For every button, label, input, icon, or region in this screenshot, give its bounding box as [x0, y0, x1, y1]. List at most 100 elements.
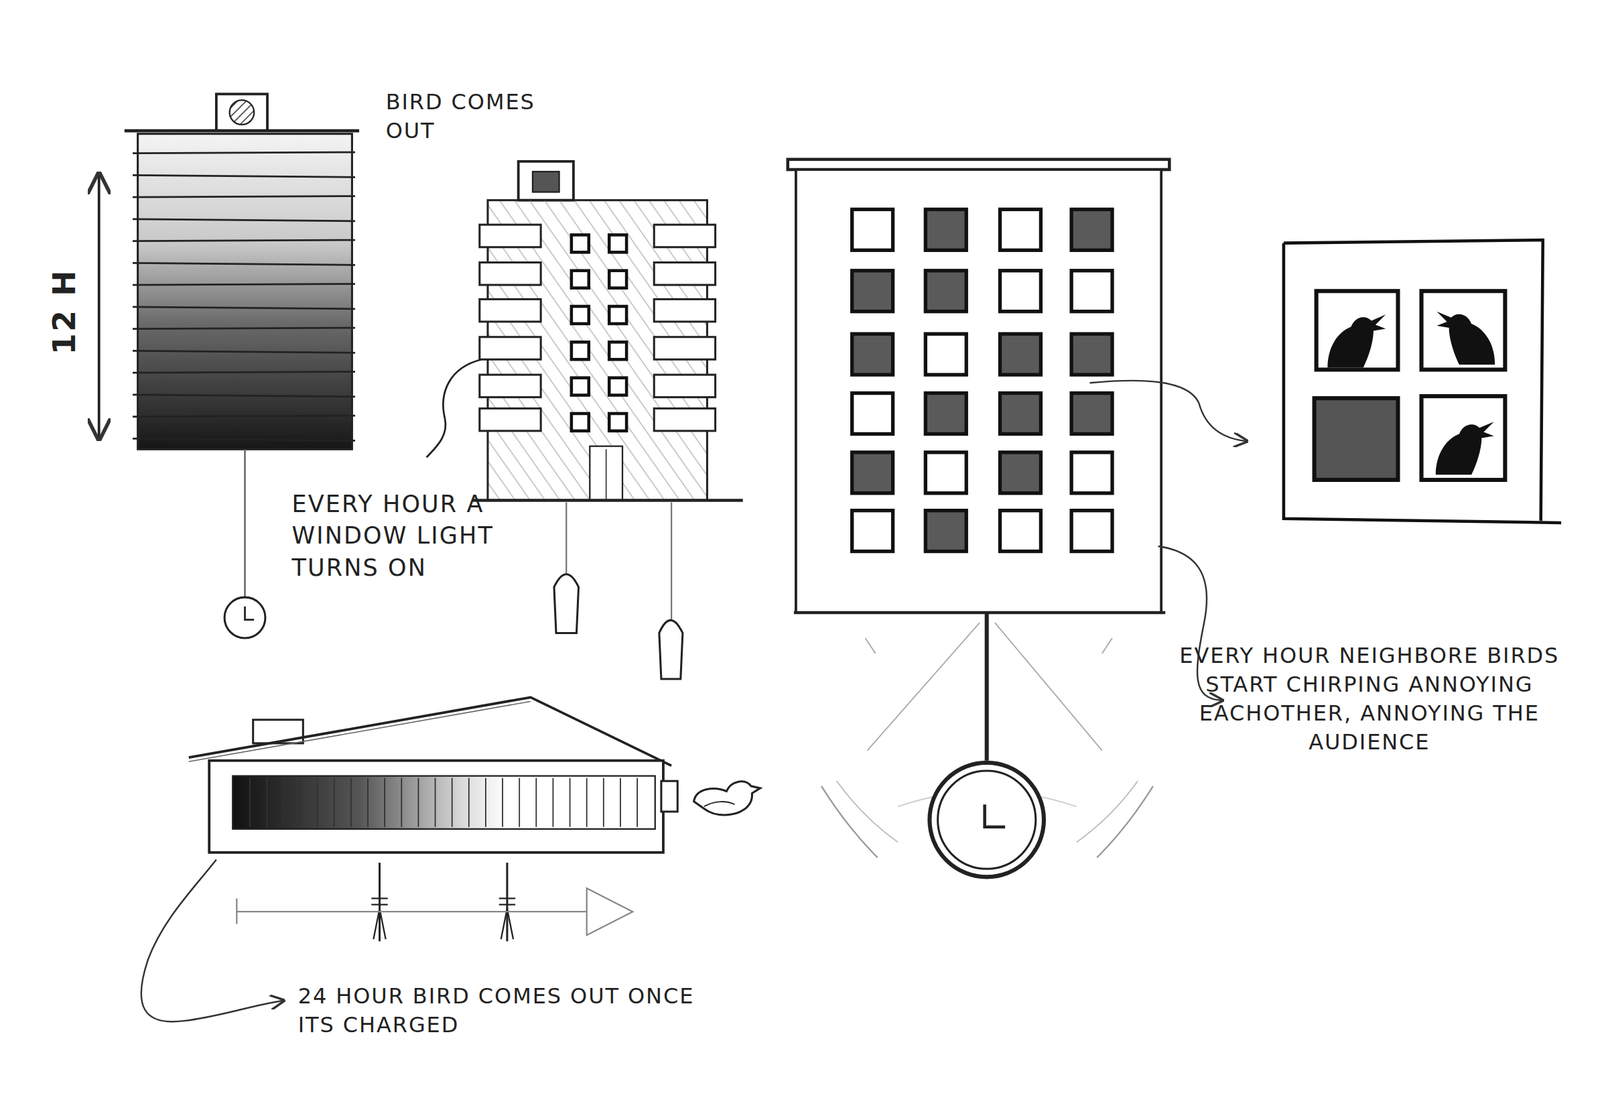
- window-lit: [852, 270, 894, 312]
- window-lit: [852, 333, 894, 375]
- segment-line: [535, 777, 537, 827]
- weight: [554, 574, 579, 634]
- annotation: EVERY HOUR NEIGHBORE BIRDS START CHIRPIN…: [1155, 641, 1584, 758]
- base-line: [472, 498, 744, 502]
- segment-line: [569, 777, 571, 827]
- top-rail: [787, 159, 1170, 170]
- balcony: [479, 224, 541, 248]
- window: [571, 341, 589, 360]
- segment-line: [485, 777, 487, 827]
- segment-line: [434, 777, 437, 827]
- window-lit: [1000, 393, 1042, 435]
- window: [609, 234, 627, 252]
- window: [609, 270, 627, 289]
- band-line: [132, 371, 356, 374]
- window: [609, 377, 627, 396]
- band-line: [132, 174, 356, 177]
- bird: [694, 781, 761, 815]
- window-lit: [1071, 333, 1113, 375]
- balcony: [479, 262, 541, 286]
- band-line: [132, 350, 356, 353]
- window: [1071, 270, 1113, 312]
- window-lit: [1071, 209, 1113, 250]
- window: [1421, 395, 1505, 480]
- window: [571, 413, 589, 431]
- balcony: [653, 337, 715, 360]
- band-line: [132, 415, 356, 417]
- segment-line: [400, 777, 403, 827]
- window: [1071, 452, 1113, 494]
- weight: [659, 619, 683, 679]
- house-body: [209, 760, 664, 853]
- band-line: [132, 239, 356, 242]
- segment-line: [518, 777, 520, 827]
- window-lit: [852, 452, 894, 494]
- leg: [505, 862, 508, 941]
- window: [1000, 209, 1042, 250]
- balcony: [479, 337, 541, 360]
- charge-bar: [232, 775, 656, 829]
- window: [571, 377, 589, 396]
- clock-hands: [984, 804, 1006, 827]
- motion-arc: [1076, 780, 1138, 842]
- motion-arc: [836, 780, 898, 842]
- band-line: [132, 394, 356, 397]
- segment-line: [468, 777, 470, 827]
- bird-silhouette: [1435, 421, 1495, 475]
- leg-clip: [371, 897, 388, 939]
- bottom-rail: [793, 611, 1166, 615]
- band-line: [132, 219, 356, 222]
- band-line: [132, 262, 356, 265]
- bird-door: [518, 161, 574, 201]
- door: [589, 446, 623, 501]
- clock-hands: [245, 606, 255, 620]
- segment-line: [383, 777, 386, 827]
- balcony: [653, 374, 715, 398]
- window-lit: [925, 209, 967, 250]
- window: [852, 393, 894, 435]
- band-line: [132, 152, 356, 154]
- pendulum-rod: [243, 448, 246, 597]
- annotation: BIRD COMES OUT: [385, 87, 591, 146]
- window-lit: [925, 510, 967, 552]
- window: [571, 306, 589, 324]
- window: [1000, 510, 1042, 552]
- motion-line: [867, 622, 981, 750]
- segment-line: [265, 777, 268, 827]
- window-lit: [925, 270, 967, 312]
- band-line: [132, 284, 356, 286]
- roof-line: [124, 129, 360, 133]
- leader-line: [426, 359, 482, 457]
- segment-line: [619, 777, 622, 827]
- building-clock: [426, 161, 744, 679]
- bird-windows-inset: [1283, 239, 1562, 523]
- window: [1071, 510, 1113, 552]
- annotation: EVERY HOUR A WINDOW LIGHT TURNS ON: [292, 487, 558, 583]
- bird-door: [661, 780, 678, 812]
- windows: [571, 234, 627, 431]
- segment-line: [282, 777, 285, 827]
- window-lit: [925, 393, 967, 435]
- window: [1316, 290, 1399, 370]
- band-line: [132, 438, 356, 441]
- window-grid: [852, 209, 1113, 551]
- window: [1421, 290, 1505, 370]
- window: [852, 209, 894, 250]
- window: [609, 306, 627, 324]
- segment-line: [451, 777, 453, 827]
- band-line: [132, 306, 356, 309]
- balcony: [653, 408, 715, 431]
- motion-line: [994, 622, 1103, 750]
- segment-line: [316, 777, 319, 827]
- window-lit: [1000, 452, 1042, 494]
- bird-silhouette: [1436, 311, 1495, 365]
- roof-line: [188, 700, 531, 762]
- segment-line: [367, 777, 369, 827]
- segment-line: [586, 777, 588, 827]
- balcony: [479, 374, 541, 398]
- window: [925, 333, 967, 375]
- window-lit: [1071, 393, 1113, 435]
- balcony: [653, 262, 715, 286]
- segment-line: [249, 777, 251, 827]
